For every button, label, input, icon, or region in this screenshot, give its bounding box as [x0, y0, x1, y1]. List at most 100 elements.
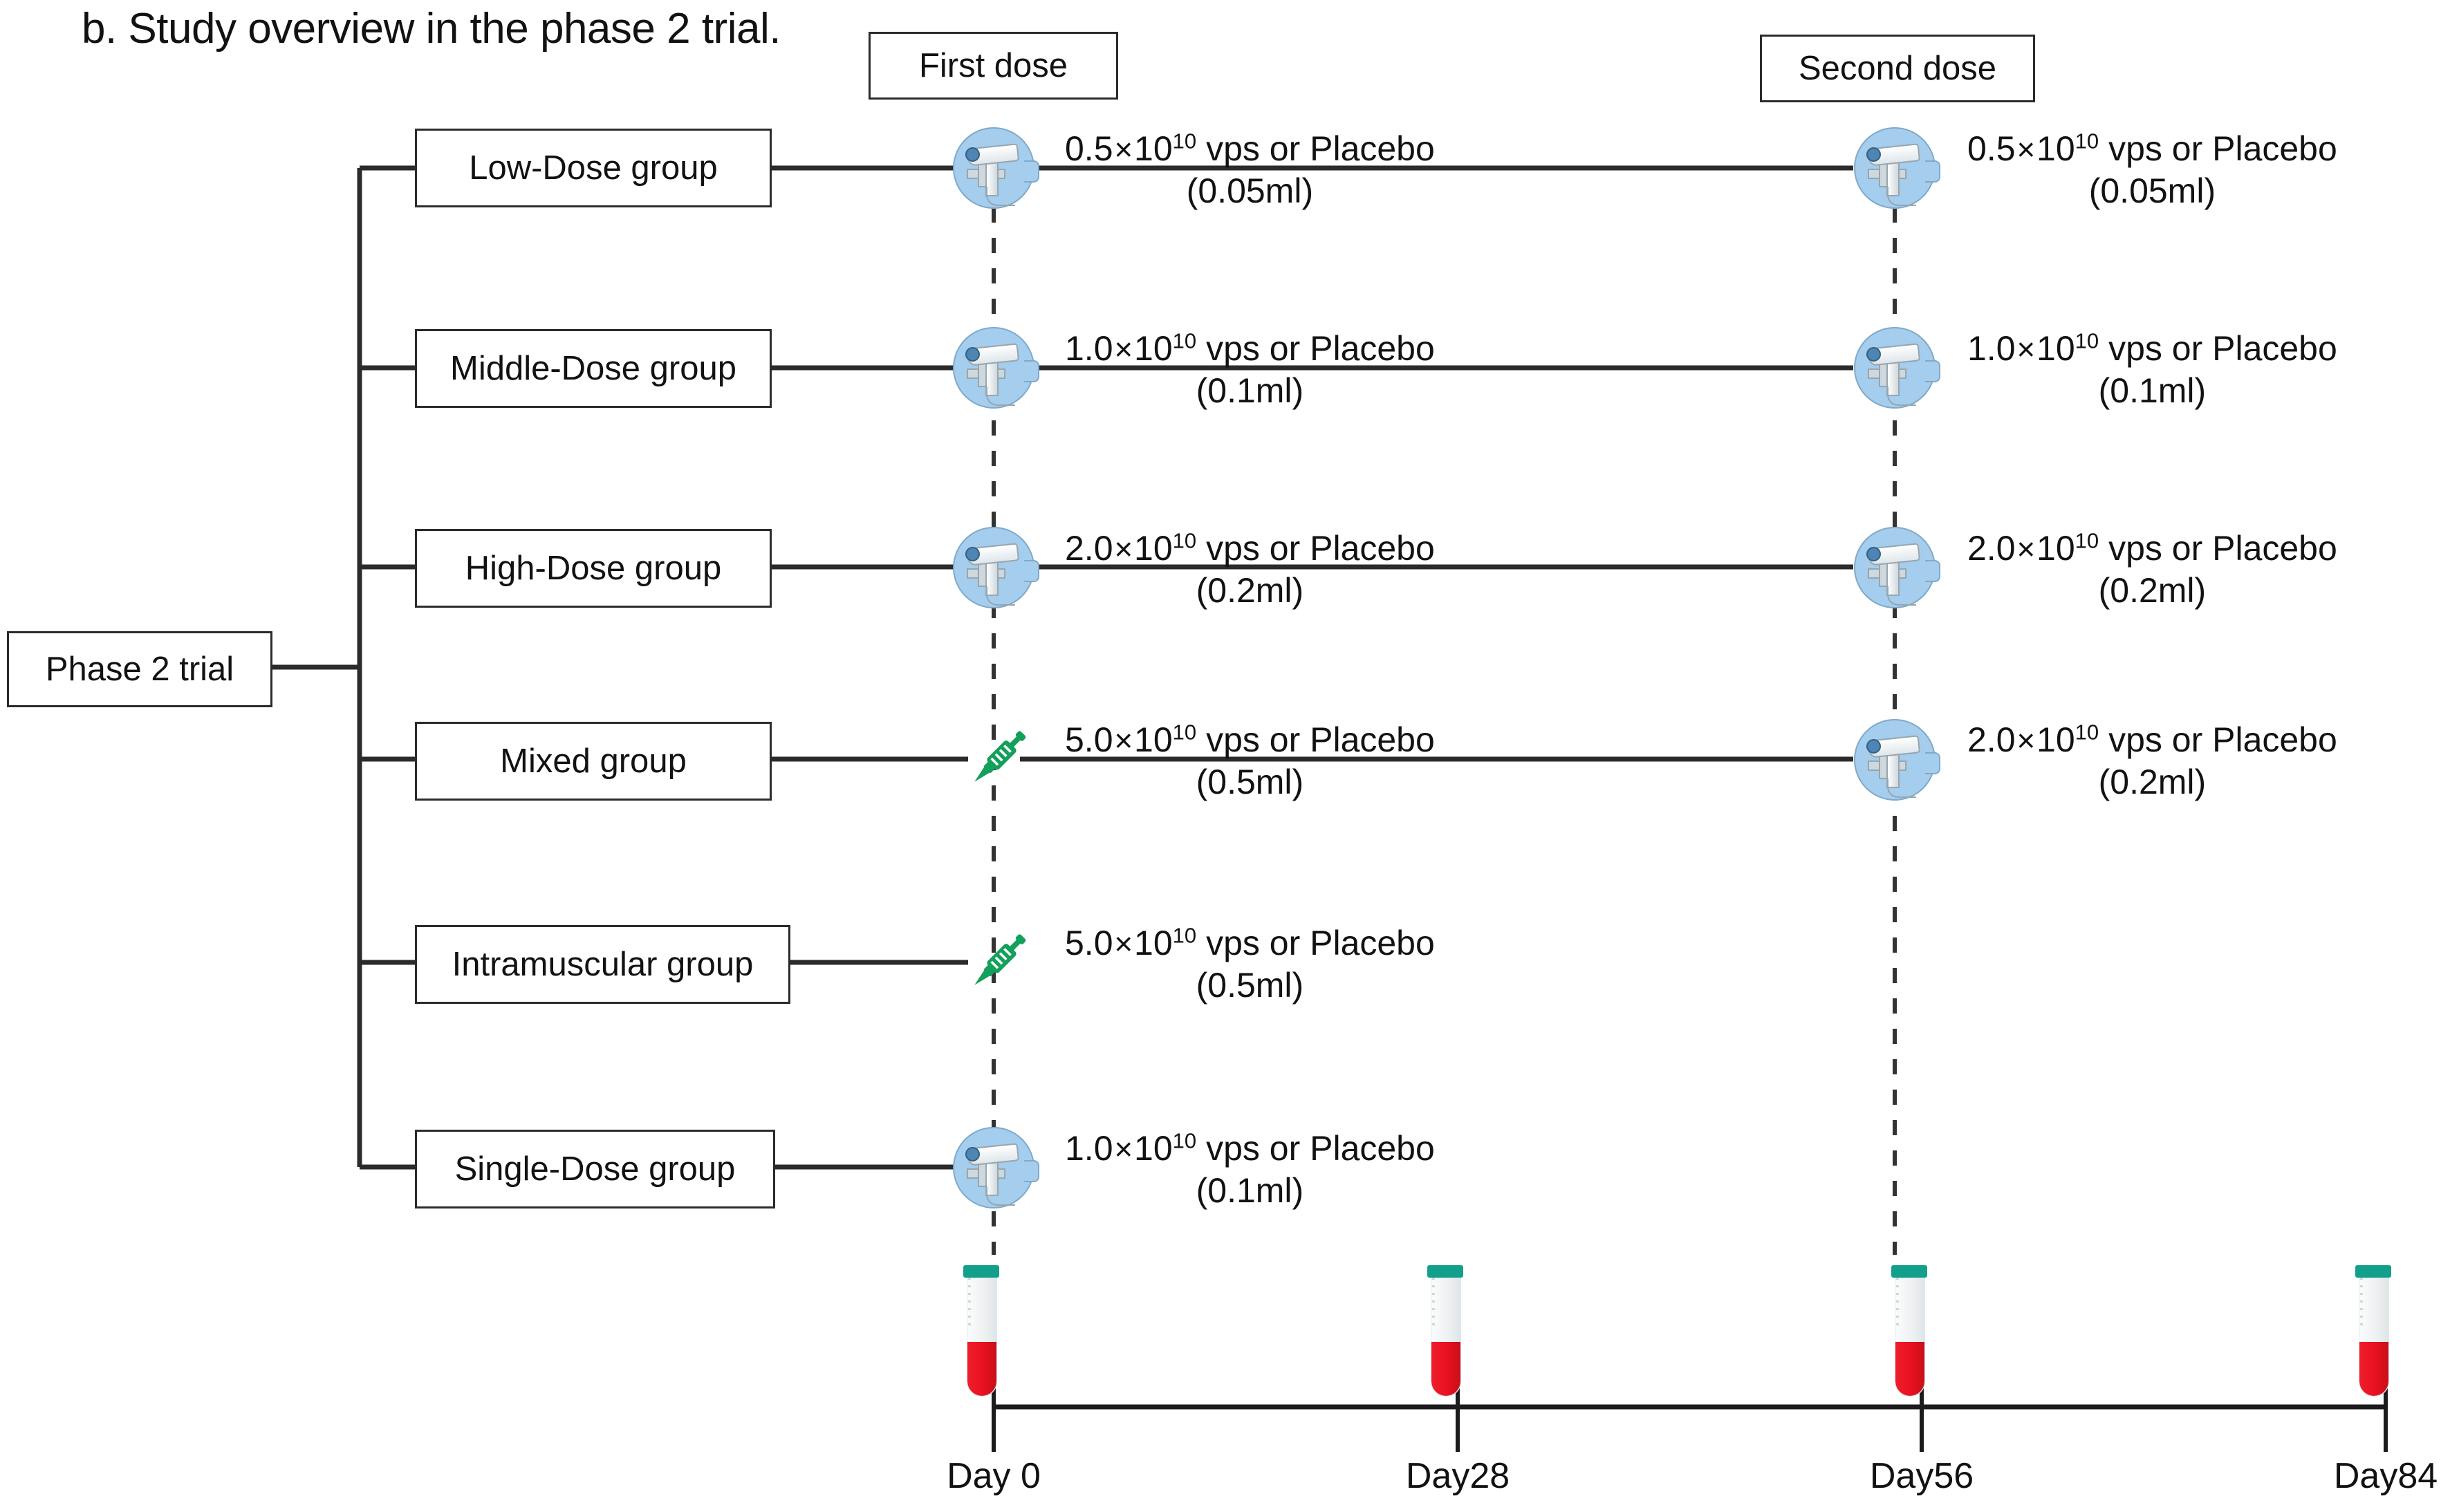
- nasal-spray-icon: [953, 327, 1039, 409]
- dose-unit: vps or Placebo: [1206, 1129, 1435, 1168]
- dose-text-second-middle: 1.0×1010 vps or Placebo (0.1ml): [1967, 328, 2337, 412]
- dose-base: 10: [1134, 529, 1173, 568]
- dose-exponent: 10: [2075, 720, 2099, 745]
- group-label: Middle-Dose group: [450, 350, 736, 387]
- second-dose-header-label: Second dose: [1798, 50, 1997, 87]
- group-box-intramuscular: Intramuscular group: [415, 925, 790, 1004]
- dose-base: 10: [2036, 129, 2075, 168]
- dose-exponent: 10: [1172, 720, 1197, 745]
- times-symbol: ×: [1114, 722, 1133, 758]
- dose-base: 10: [2036, 720, 2075, 759]
- dose-amount: 5.0: [1065, 924, 1113, 962]
- dose-exponent: 10: [2075, 328, 2099, 353]
- times-symbol: ×: [2016, 331, 2036, 367]
- dose-base: 10: [1134, 720, 1173, 759]
- dose-text-first-mixed: 5.0×1010 vps or Placebo (0.5ml): [1065, 719, 1435, 803]
- second-dose-header: Second dose: [1760, 35, 2035, 102]
- dose-base: 10: [2036, 329, 2075, 368]
- times-symbol: ×: [2016, 722, 2036, 758]
- times-symbol: ×: [1114, 331, 1133, 367]
- dose-volume: (0.1ml): [2098, 371, 2207, 410]
- dose-unit: vps or Placebo: [2108, 129, 2337, 168]
- dose-base: 10: [1134, 924, 1173, 962]
- syringe-icon: [961, 922, 1037, 998]
- dose-text-first-low: 0.5×1010 vps or Placebo (0.05ml): [1065, 128, 1435, 212]
- dose-text-second-mixed: 2.0×1010 vps or Placebo (0.2ml): [1967, 719, 2337, 803]
- first-dose-header: First dose: [869, 32, 1118, 100]
- dose-exponent: 10: [1172, 528, 1197, 553]
- times-symbol: ×: [2016, 531, 2036, 567]
- dose-unit: vps or Placebo: [2108, 529, 2337, 568]
- dose-volume: (0.2ml): [2098, 763, 2207, 801]
- dose-volume: (0.1ml): [1196, 371, 1304, 410]
- nasal-spray-icon: [953, 527, 1039, 608]
- blood-collection-tube-icon: [1427, 1265, 1463, 1403]
- group-label: Mixed group: [500, 743, 687, 780]
- root-node-label: Phase 2 trial: [45, 651, 234, 688]
- blood-collection-tube-icon: [2355, 1265, 2391, 1403]
- times-symbol: ×: [1114, 1131, 1133, 1167]
- dose-amount: 5.0: [1065, 720, 1113, 759]
- dose-volume: (0.5ml): [1196, 966, 1304, 1005]
- dose-text-first-single: 1.0×1010 vps or Placebo (0.1ml): [1065, 1128, 1435, 1212]
- dose-amount: 1.0: [1967, 329, 2016, 368]
- dose-exponent: 10: [1172, 129, 1197, 153]
- timeline-tick-label-day84: Day84: [2333, 1456, 2438, 1496]
- dose-unit: vps or Placebo: [1206, 924, 1435, 962]
- syringe-icon: [961, 719, 1037, 795]
- dose-unit: vps or Placebo: [2108, 720, 2337, 759]
- dose-text-second-high: 2.0×1010 vps or Placebo (0.2ml): [1967, 528, 2337, 612]
- group-box-middle-dose: Middle-Dose group: [415, 329, 772, 408]
- nasal-spray-icon: [1854, 127, 1940, 209]
- group-box-high-dose: High-Dose group: [415, 529, 772, 608]
- dose-unit: vps or Placebo: [1206, 529, 1435, 568]
- dose-unit: vps or Placebo: [1206, 329, 1435, 368]
- group-label: Single-Dose group: [454, 1150, 736, 1188]
- group-box-single-dose: Single-Dose group: [415, 1130, 775, 1208]
- dose-text-first-middle: 1.0×1010 vps or Placebo (0.1ml): [1065, 328, 1435, 412]
- dose-exponent: 10: [2075, 129, 2099, 153]
- dose-unit: vps or Placebo: [2108, 329, 2337, 368]
- dose-amount: 0.5: [1967, 129, 2016, 168]
- nasal-spray-icon: [1854, 527, 1940, 608]
- dose-unit: vps or Placebo: [1206, 129, 1435, 168]
- dose-volume: (0.1ml): [1196, 1171, 1304, 1210]
- times-symbol: ×: [2016, 131, 2036, 167]
- dose-text-first-intramuscular: 5.0×1010 vps or Placebo (0.5ml): [1065, 922, 1435, 1007]
- group-label: Intramuscular group: [452, 946, 754, 983]
- timeline-tick-label-day56: Day56: [1869, 1456, 1974, 1496]
- nasal-spray-icon: [1854, 719, 1940, 801]
- dose-base: 10: [1134, 129, 1173, 168]
- dose-volume: (0.05ml): [2088, 171, 2216, 210]
- dose-text-first-high: 2.0×1010 vps or Placebo (0.2ml): [1065, 528, 1435, 612]
- dose-exponent: 10: [1172, 1128, 1197, 1153]
- dose-amount: 2.0: [1967, 720, 2016, 759]
- timeline-tick-label-day0: Day 0: [947, 1456, 1041, 1496]
- times-symbol: ×: [1114, 926, 1133, 962]
- dose-text-second-low: 0.5×1010 vps or Placebo (0.05ml): [1967, 128, 2337, 212]
- dose-amount: 0.5: [1065, 129, 1113, 168]
- group-label: High-Dose group: [465, 550, 722, 587]
- root-node-phase-2-trial: Phase 2 trial: [7, 631, 272, 707]
- dose-amount: 2.0: [1065, 529, 1113, 568]
- timeline-tick-label-day28: Day28: [1405, 1456, 1510, 1496]
- group-box-mixed: Mixed group: [415, 722, 772, 801]
- dose-volume: (0.2ml): [1196, 571, 1304, 610]
- dose-unit: vps or Placebo: [1206, 720, 1435, 759]
- times-symbol: ×: [1114, 531, 1133, 567]
- blood-collection-tube-icon: [963, 1265, 999, 1403]
- dose-exponent: 10: [1172, 923, 1197, 948]
- dose-volume: (0.5ml): [1196, 763, 1304, 801]
- dose-amount: 1.0: [1065, 329, 1113, 368]
- group-label: Low-Dose group: [469, 149, 718, 187]
- page-title: b. Study overview in the phase 2 trial.: [82, 5, 781, 53]
- dose-exponent: 10: [1172, 328, 1197, 353]
- group-box-low-dose: Low-Dose group: [415, 129, 772, 207]
- dose-base: 10: [2036, 529, 2075, 568]
- times-symbol: ×: [1114, 131, 1133, 167]
- nasal-spray-icon: [953, 127, 1039, 209]
- nasal-spray-icon: [1854, 327, 1940, 409]
- dose-amount: 2.0: [1967, 529, 2016, 568]
- dose-volume: (0.05ml): [1186, 171, 1314, 210]
